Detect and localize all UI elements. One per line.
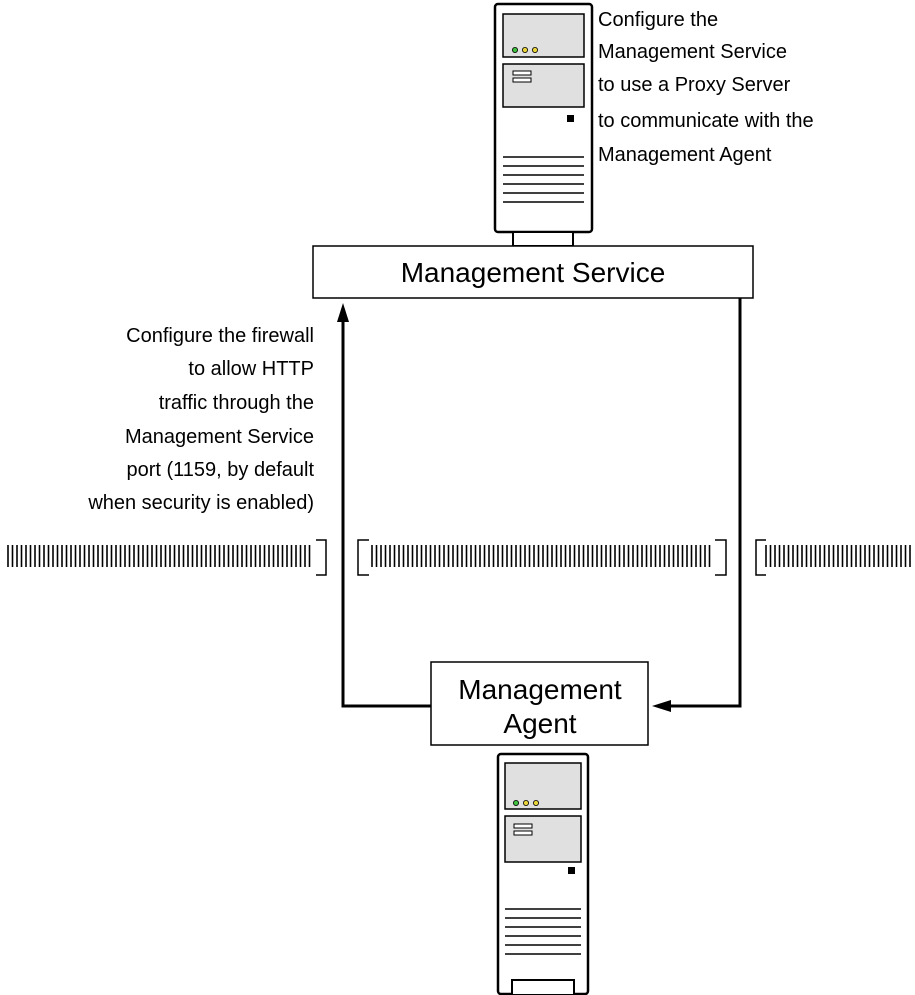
- led-yellow-icon: [523, 800, 530, 807]
- led-green-icon: [512, 47, 519, 54]
- proxy-note-line: Management Service: [598, 41, 787, 63]
- firewall-icon: [7, 539, 911, 576]
- proxy-note-line: Configure the: [598, 9, 718, 31]
- firewall-note-line: Management Service: [125, 426, 314, 448]
- arrowhead-left-icon: [652, 700, 671, 712]
- led-yellow-icon: [532, 47, 539, 54]
- service-to-agent-arrow: [667, 298, 742, 708]
- bottom-server-icon: [496, 752, 590, 995]
- arrowhead-up-icon: [337, 303, 349, 322]
- proxy-note: Configure the Management Service to use …: [598, 9, 814, 166]
- firewall-note-line: Configure the firewall: [126, 325, 314, 347]
- proxy-note-line: Management Agent: [598, 144, 772, 166]
- firewall-note: Configure the firewall to allow HTTP tra…: [87, 325, 314, 514]
- top-server-icon: [493, 2, 594, 247]
- firewall-note-line: traffic through the: [159, 392, 314, 414]
- firewall-note-line: when security is enabled): [87, 492, 314, 514]
- firewall-note-line: port (1159, by default: [126, 459, 314, 481]
- led-yellow-icon: [533, 800, 540, 807]
- led-yellow-icon: [522, 47, 529, 54]
- management-agent-box: Management Agent: [430, 661, 649, 746]
- management-service-box: Management Service: [312, 245, 754, 299]
- management-service-label: Management Service: [401, 257, 666, 288]
- management-agent-label-line1: Management: [458, 674, 622, 705]
- led-green-icon: [513, 800, 520, 807]
- management-agent-label-line2: Agent: [503, 708, 576, 739]
- proxy-note-line: to communicate with the: [598, 110, 814, 132]
- connection-arrows: [337, 298, 742, 712]
- proxy-note-line: to use a Proxy Server: [598, 74, 791, 96]
- firewall-note-line: to allow HTTP: [188, 358, 314, 380]
- agent-to-service-arrow: [341, 318, 431, 708]
